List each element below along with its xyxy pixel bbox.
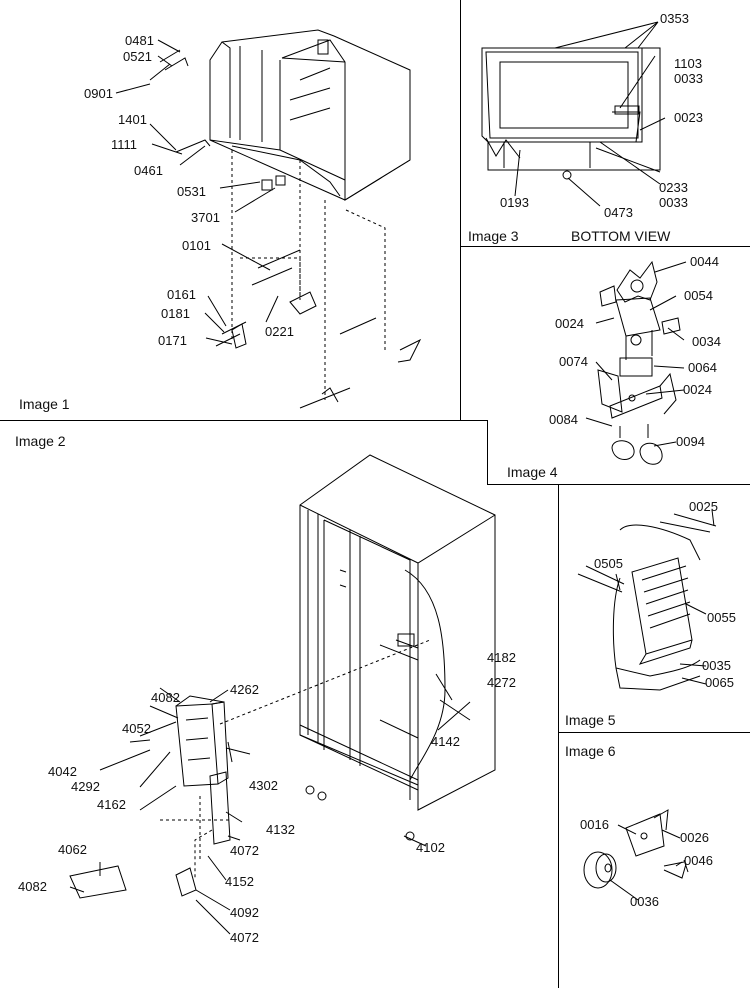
part-label: 4072 bbox=[230, 843, 259, 858]
part-label: 4082 bbox=[18, 879, 47, 894]
part-label: 0353 bbox=[660, 11, 689, 26]
part-label: 4142 bbox=[431, 734, 460, 749]
part-label: 4262 bbox=[230, 682, 259, 697]
part-label: 0505 bbox=[594, 556, 623, 571]
part-label: 0094 bbox=[676, 434, 705, 449]
part-label: 0023 bbox=[674, 110, 703, 125]
part-label: 0055 bbox=[707, 610, 736, 625]
image4-leaders bbox=[585, 261, 687, 447]
divider-image1-bottom bbox=[0, 420, 488, 421]
part-label: 4102 bbox=[416, 840, 445, 855]
part-label: 1111 bbox=[111, 137, 138, 152]
part-label: 0461 bbox=[134, 163, 163, 178]
part-label: 0521 bbox=[123, 49, 152, 64]
part-label: 1401 bbox=[118, 112, 147, 127]
part-label: 0193 bbox=[500, 195, 529, 210]
part-label: 0026 bbox=[680, 830, 709, 845]
image5-leaders bbox=[615, 509, 715, 685]
divider-image4-bottom bbox=[487, 484, 750, 485]
image2-caption: Image 2 bbox=[15, 433, 66, 449]
image2-evaporator-housing bbox=[69, 695, 233, 899]
divider-image4-left bbox=[487, 420, 488, 484]
part-label: 0024 bbox=[555, 316, 584, 331]
part-label: 0084 bbox=[549, 412, 578, 427]
image3-leaders bbox=[514, 21, 666, 207]
image1-hinge-parts bbox=[149, 49, 422, 409]
part-label: 0901 bbox=[84, 86, 113, 101]
part-label: 0171 bbox=[158, 333, 187, 348]
part-label: 1103 bbox=[674, 56, 702, 71]
image2-dashed-guides bbox=[160, 639, 431, 880]
part-label: 4052 bbox=[122, 721, 151, 736]
part-label: 0064 bbox=[688, 360, 717, 375]
part-label: 0044 bbox=[690, 254, 719, 269]
part-label: 0531 bbox=[177, 184, 206, 199]
part-label: 4042 bbox=[48, 764, 77, 779]
image2-leaders bbox=[69, 673, 471, 935]
divider-image3-bottom bbox=[460, 246, 750, 247]
image4-caption: Image 4 bbox=[507, 464, 558, 480]
image1-cabinet bbox=[209, 29, 411, 201]
part-label: 0481 bbox=[125, 33, 154, 48]
image5-caption: Image 5 bbox=[565, 712, 616, 728]
image1-caption: Image 1 bbox=[19, 396, 70, 412]
image6-leaders bbox=[609, 824, 683, 901]
part-label: 0054 bbox=[684, 288, 713, 303]
image3-subcaption: BOTTOM VIEW bbox=[571, 228, 671, 244]
part-label: 0016 bbox=[580, 817, 609, 832]
image5-evaporator-coil bbox=[577, 513, 717, 691]
part-label: 0035 bbox=[702, 658, 731, 673]
part-label: 0033 bbox=[659, 195, 688, 210]
part-label: 0181 bbox=[161, 306, 190, 321]
part-label: 0065 bbox=[705, 675, 734, 690]
part-label: 4182 bbox=[487, 650, 516, 665]
part-label: 0473 bbox=[604, 205, 633, 220]
part-label: 0036 bbox=[630, 894, 659, 909]
divider-image5-bottom bbox=[558, 732, 750, 733]
part-label: 0046 bbox=[684, 853, 713, 868]
part-label: 4092 bbox=[230, 905, 259, 920]
part-label: 4162 bbox=[97, 797, 126, 812]
part-label: 4302 bbox=[249, 778, 278, 793]
part-label: 0024 bbox=[683, 382, 712, 397]
image1-leaders bbox=[115, 39, 279, 345]
image6-damper bbox=[583, 809, 689, 889]
image4-fan-assembly bbox=[597, 260, 681, 465]
part-label: 3701 bbox=[191, 210, 220, 225]
image6-caption: Image 6 bbox=[565, 743, 616, 759]
part-label: 0074 bbox=[559, 354, 588, 369]
image1-dashed-guides bbox=[231, 150, 386, 400]
image3-bottom-view bbox=[481, 47, 661, 180]
image3-caption: Image 3 bbox=[468, 228, 519, 244]
part-label: 4072 bbox=[230, 930, 259, 945]
part-label: 0233 bbox=[659, 180, 688, 195]
part-label: 0161 bbox=[167, 287, 196, 302]
part-label: 4062 bbox=[58, 842, 87, 857]
divider-vertical-bottom bbox=[558, 484, 559, 988]
part-label: 4292 bbox=[71, 779, 100, 794]
image2-cabinet bbox=[299, 454, 496, 841]
part-label: 4132 bbox=[266, 822, 295, 837]
part-label: 0101 bbox=[182, 238, 211, 253]
divider-vertical-top bbox=[460, 0, 461, 420]
part-label: 4082 bbox=[151, 690, 180, 705]
part-label: 0025 bbox=[689, 499, 718, 514]
part-label: 0033 bbox=[674, 71, 703, 86]
part-label: 4152 bbox=[225, 874, 254, 889]
part-label: 0221 bbox=[265, 324, 294, 339]
part-label: 4272 bbox=[487, 675, 516, 690]
part-label: 0034 bbox=[692, 334, 721, 349]
